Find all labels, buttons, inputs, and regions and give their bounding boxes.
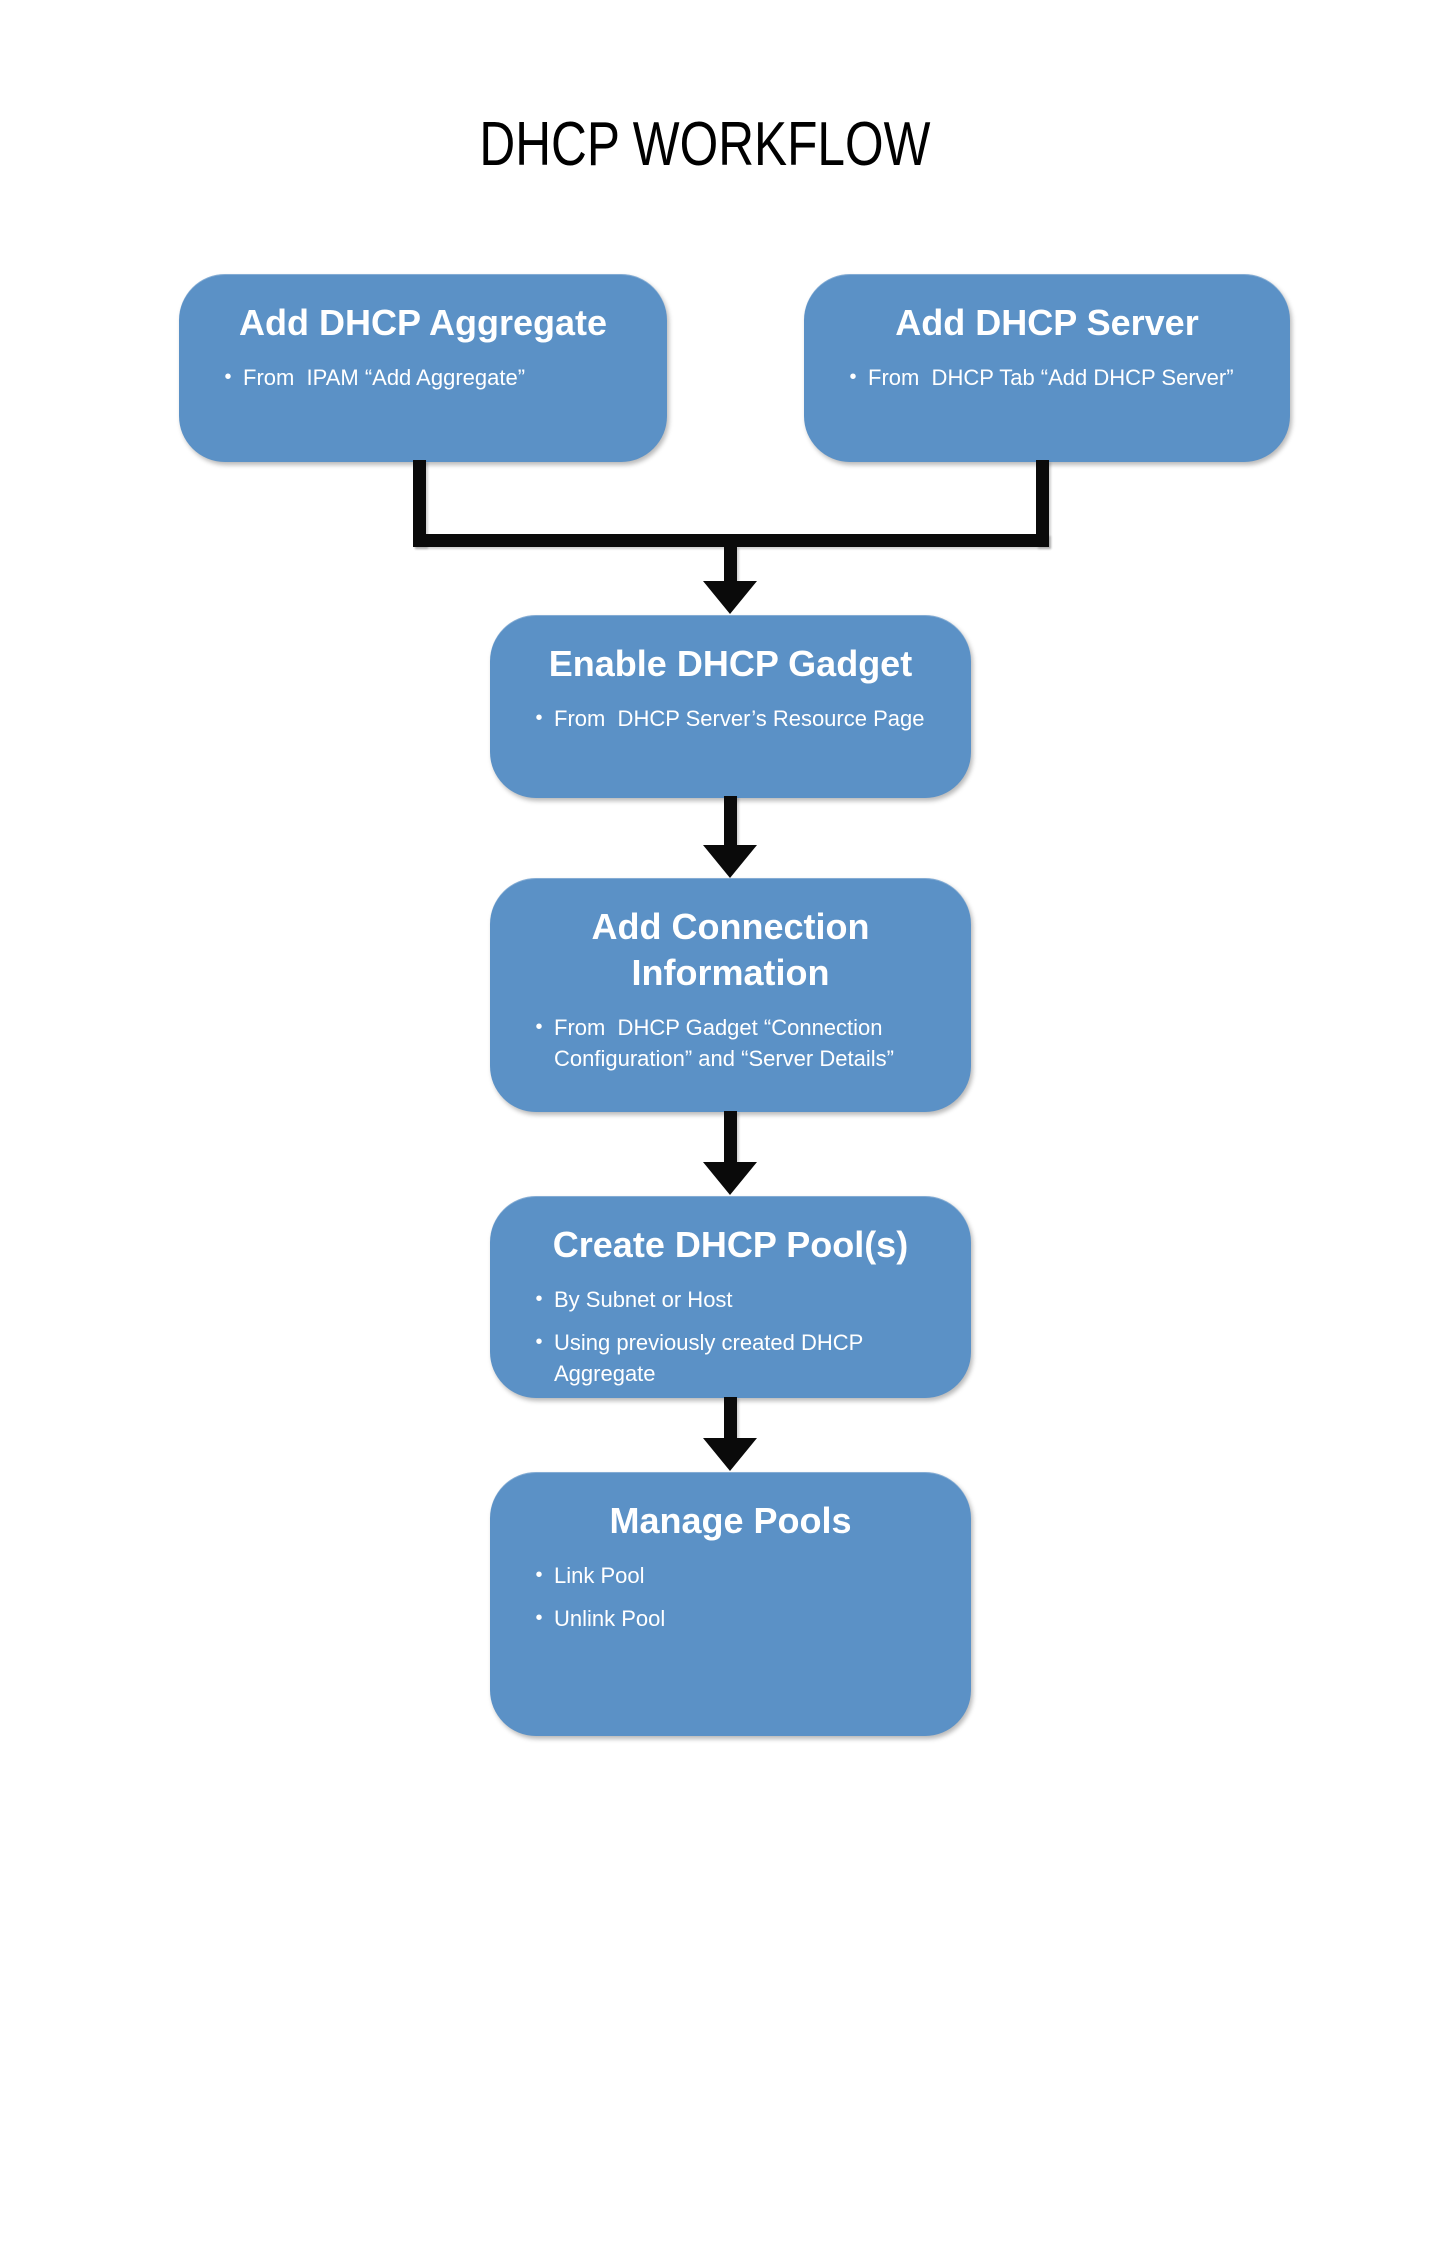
page-title-text: DHCP WORKFLOW [479, 110, 931, 179]
connector-right-vertical [1036, 460, 1049, 547]
connector-shaft [724, 796, 737, 846]
bullet-text: Using previously created DHCP Aggregate [554, 1330, 868, 1386]
bullet-item: Unlink Pool [524, 1603, 945, 1634]
node-add-dhcp-aggregate: Add DHCP Aggregate From IPAM “Add Aggreg… [179, 274, 667, 462]
arrow-down-icon [703, 581, 757, 614]
connector-left-vertical [413, 460, 426, 547]
page-title: DHCP WORKFLOW [0, 105, 1410, 185]
bullet-text: By Subnet or Host [554, 1287, 733, 1312]
node-bullet-list: From DHCP Server’s Resource Page [510, 703, 951, 734]
bullet-text: From DHCP Gadget “Connection Configurati… [554, 1015, 894, 1071]
bullet-item: From IPAM “Add Aggregate” [213, 362, 641, 393]
node-bullet-list: By Subnet or Host Using previously creat… [510, 1284, 951, 1389]
bullet-item: Using previously created DHCP Aggregate [524, 1327, 945, 1389]
bullet-text: Unlink Pool [554, 1606, 666, 1631]
bullet-text: Link Pool [554, 1563, 645, 1588]
bullet-item: From DHCP Gadget “Connection Configurati… [524, 1012, 945, 1074]
node-bullet-list: From DHCP Tab “Add DHCP Server” [824, 362, 1270, 393]
node-title: Enable DHCP Gadget [548, 643, 913, 684]
arrow-down-icon [703, 845, 757, 878]
connector-shaft [724, 1397, 737, 1440]
bullet-item: From DHCP Tab “Add DHCP Server” [838, 362, 1264, 393]
node-manage-pools: Manage Pools Link Pool Unlink Pool [490, 1472, 971, 1736]
node-bullet-list: From DHCP Gadget “Connection Configurati… [510, 1012, 951, 1074]
bullet-item: By Subnet or Host [524, 1284, 945, 1315]
bullet-text: From DHCP Server’s Resource Page [554, 706, 925, 731]
node-create-dhcp-pools: Create DHCP Pool(s) By Subnet or Host Us… [490, 1196, 971, 1398]
node-add-dhcp-server: Add DHCP Server From DHCP Tab “Add DHCP … [804, 274, 1290, 462]
node-title: Add DHCP Server [895, 302, 1199, 343]
node-add-connection-information: Add Connection Information From DHCP Gad… [490, 878, 971, 1112]
node-title: Create DHCP Pool(s) [552, 1224, 909, 1265]
connector-merge-bar [413, 534, 1049, 547]
connector-shaft [724, 1111, 737, 1164]
arrow-down-icon [703, 1438, 757, 1471]
bullet-text: From DHCP Tab “Add DHCP Server” [868, 365, 1234, 390]
connector-merge-shaft [724, 546, 737, 582]
bullet-text: From IPAM “Add Aggregate” [243, 365, 526, 390]
node-title: Add DHCP Aggregate [238, 302, 608, 343]
node-bullet-list: Link Pool Unlink Pool [510, 1560, 951, 1634]
node-enable-dhcp-gadget: Enable DHCP Gadget From DHCP Server’s Re… [490, 615, 971, 798]
node-title: Manage Pools [609, 1500, 852, 1541]
node-title: Add Connection Information [591, 906, 870, 993]
bullet-item: From DHCP Server’s Resource Page [524, 703, 945, 734]
arrow-down-icon [703, 1162, 757, 1195]
node-bullet-list: From IPAM “Add Aggregate” [199, 362, 647, 393]
bullet-item: Link Pool [524, 1560, 945, 1591]
